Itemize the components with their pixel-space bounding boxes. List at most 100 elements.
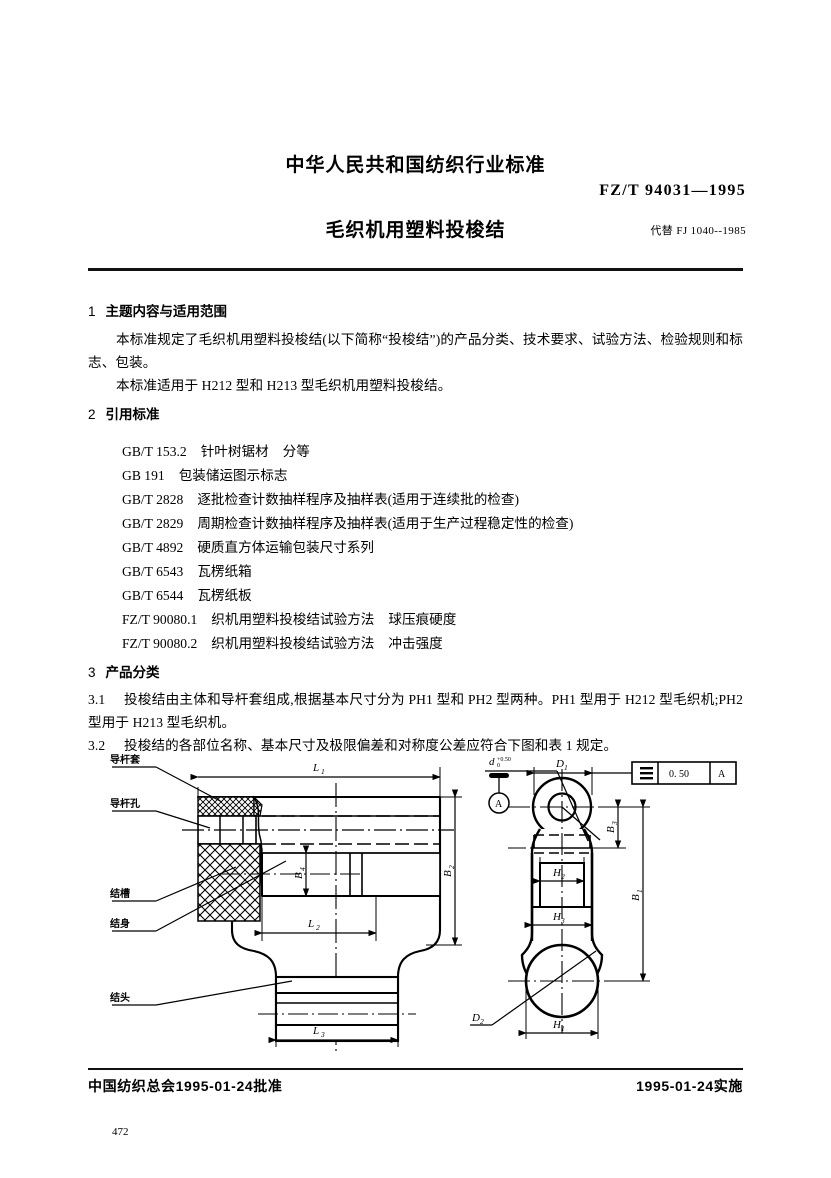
reference-code: GB/T 4892	[122, 540, 184, 555]
reference-title: 瓦楞纸板	[197, 588, 252, 603]
svg-text:+0.50: +0.50	[497, 757, 511, 763]
part-label-knot-groove: 结槽	[110, 866, 237, 902]
technical-drawing-figure: 导杆套 导杆孔 结槽 结身	[110, 745, 755, 1057]
issuing-organization: 中华人民共和国纺织行业标准	[285, 155, 546, 176]
svg-text:0: 0	[497, 763, 500, 769]
reference-code: GB/T 153.2	[122, 444, 187, 459]
reference-title: 周期检查计数抽样程序及抽样表(适用于生产过程稳定性的检查)	[197, 516, 574, 531]
svg-text:导杆孔: 导杆孔	[110, 797, 140, 810]
svg-text:D: D	[555, 758, 564, 770]
svg-text:导杆套: 导杆套	[110, 753, 141, 766]
dimension-B3: B 3	[561, 799, 626, 849]
section-1-title: 主题内容与适用范围	[105, 304, 228, 319]
reference-code: GB 191	[122, 468, 165, 483]
dimension-B1: B 1	[626, 799, 650, 982]
svg-text:D: D	[471, 1012, 480, 1024]
svg-text:1: 1	[561, 1024, 565, 1033]
reference-title: 针叶树锯材	[200, 444, 269, 459]
dimension-H3: H 3	[524, 907, 593, 931]
svg-text:3: 3	[610, 821, 619, 826]
clause-3-2-text: 投梭结的各部位名称、基本尺寸及极限偏差和对称度公差应符合下图和表 1 规定。	[124, 738, 618, 753]
dimension-H2: H 2	[532, 857, 585, 887]
svg-text:L: L	[312, 762, 319, 774]
reference-code: FZ/T 90080.1	[122, 612, 198, 627]
svg-text:B: B	[293, 872, 305, 879]
section-3-number: 3	[88, 665, 96, 680]
reference-item: GB/T 6544 瓦楞纸板	[122, 584, 266, 604]
svg-text:3: 3	[320, 1030, 325, 1039]
dimension-L2: L 2	[254, 896, 377, 941]
svg-text:d: d	[489, 756, 495, 768]
svg-text:L: L	[312, 1025, 319, 1037]
reference-code: GB/T 6543	[122, 564, 184, 579]
svg-text:H: H	[552, 1019, 562, 1031]
datum-feature-d: d +0.50 0 A	[485, 756, 589, 842]
footer-divider	[88, 1068, 743, 1070]
part-label-knot-body: 结身	[110, 860, 287, 932]
svg-text:1: 1	[635, 889, 644, 893]
svg-text:2: 2	[316, 923, 320, 932]
document-title: 毛织机用塑料投梭结	[325, 220, 506, 241]
reference-item: GB/T 153.2 针叶树锯材分等	[122, 440, 310, 460]
clause-3-1-number: 3.1	[88, 692, 106, 707]
reference-item: GB/T 6543 瓦楞纸箱	[122, 560, 266, 580]
tolerance-value: 0. 50	[669, 769, 689, 780]
svg-text:H: H	[552, 867, 562, 879]
reference-item: FZ/T 90080.2 织机用塑料投梭结试验方法冲击强度	[122, 632, 443, 652]
section-1-paragraph-2: 本标准适用于 H212 型和 H213 型毛织机用塑料投梭结。	[116, 378, 452, 393]
tolerance-datum: A	[718, 769, 726, 780]
reference-title: 逐批检查计数抽样程序及抽样表(适用于连续批的检查)	[197, 492, 520, 507]
reference-title: 瓦楞纸箱	[197, 564, 252, 579]
implementation-note: 1995-01-24实施	[636, 1078, 743, 1094]
svg-text:4: 4	[298, 867, 307, 871]
dimension-D1: D 1	[526, 758, 632, 795]
section-2-title: 引用标准	[105, 407, 160, 422]
svg-text:1: 1	[564, 763, 568, 772]
svg-text:L: L	[307, 918, 314, 930]
svg-text:结槽: 结槽	[110, 887, 130, 900]
dimension-L3: L 3	[268, 1025, 399, 1047]
svg-text:2: 2	[561, 872, 565, 881]
dimension-D2: D 2	[470, 950, 597, 1026]
clause-3-1-text: 投梭结由主体和导杆套组成,根据基本尺寸分为 PH1 型和 PH2 型两种。PH1…	[88, 692, 743, 730]
svg-text:2: 2	[447, 865, 456, 869]
reference-tail: 冲击强度	[388, 636, 443, 651]
section-1-paragraph-1: 本标准规定了毛织机用塑料投梭结(以下简称“投梭结”)的产品分类、技术要求、试验方…	[88, 332, 743, 370]
svg-text:结头: 结头	[110, 991, 130, 1004]
left-elevation-view: 导杆套 导杆孔 结槽 结身	[110, 753, 462, 1053]
part-label-guide-sleeve: 导杆套	[110, 753, 223, 803]
part-label-knot-head: 结头	[110, 980, 293, 1006]
section-3-title: 产品分类	[105, 665, 160, 680]
reference-tail: 球压痕硬度	[388, 612, 457, 627]
reference-tail: 分等	[282, 444, 310, 459]
page-number: 472	[112, 1126, 129, 1138]
reference-code: GB/T 2829	[122, 516, 184, 531]
svg-text:2: 2	[480, 1017, 484, 1026]
section-1-heading: 1 主题内容与适用范围	[88, 300, 227, 320]
dimension-H1: H 1	[518, 981, 599, 1039]
header-divider	[88, 268, 743, 271]
replaces-note: 代替 FJ 1040--1985	[650, 225, 746, 237]
symmetry-symbol-icon	[640, 767, 653, 780]
standard-number: FZ/T 94031—1995	[599, 182, 746, 199]
datum-letter: A	[495, 799, 503, 810]
reference-code: FZ/T 90080.2	[122, 636, 198, 651]
reference-item: GB 191 包装储运图示标志	[122, 464, 301, 484]
reference-title: 包装储运图示标志	[178, 468, 288, 483]
svg-text:3: 3	[560, 916, 565, 925]
section-1-number: 1	[88, 304, 96, 319]
approval-note: 中国纺织总会1995-01-24批准	[88, 1078, 283, 1094]
dimension-L1: L 1	[190, 762, 441, 797]
svg-text:B: B	[442, 870, 454, 877]
svg-text:1: 1	[321, 767, 325, 776]
reference-title: 织机用塑料投梭结试验方法	[211, 636, 375, 651]
part-label-guide-hole: 导杆孔	[110, 797, 211, 829]
reference-code: GB/T 6544	[122, 588, 184, 603]
svg-text:结身: 结身	[110, 917, 130, 930]
reference-item: GB/T 2829 周期检查计数抽样程序及抽样表(适用于生产过程稳定性的检查)	[122, 512, 587, 532]
svg-text:H: H	[552, 911, 562, 923]
reference-code: GB/T 2828	[122, 492, 184, 507]
